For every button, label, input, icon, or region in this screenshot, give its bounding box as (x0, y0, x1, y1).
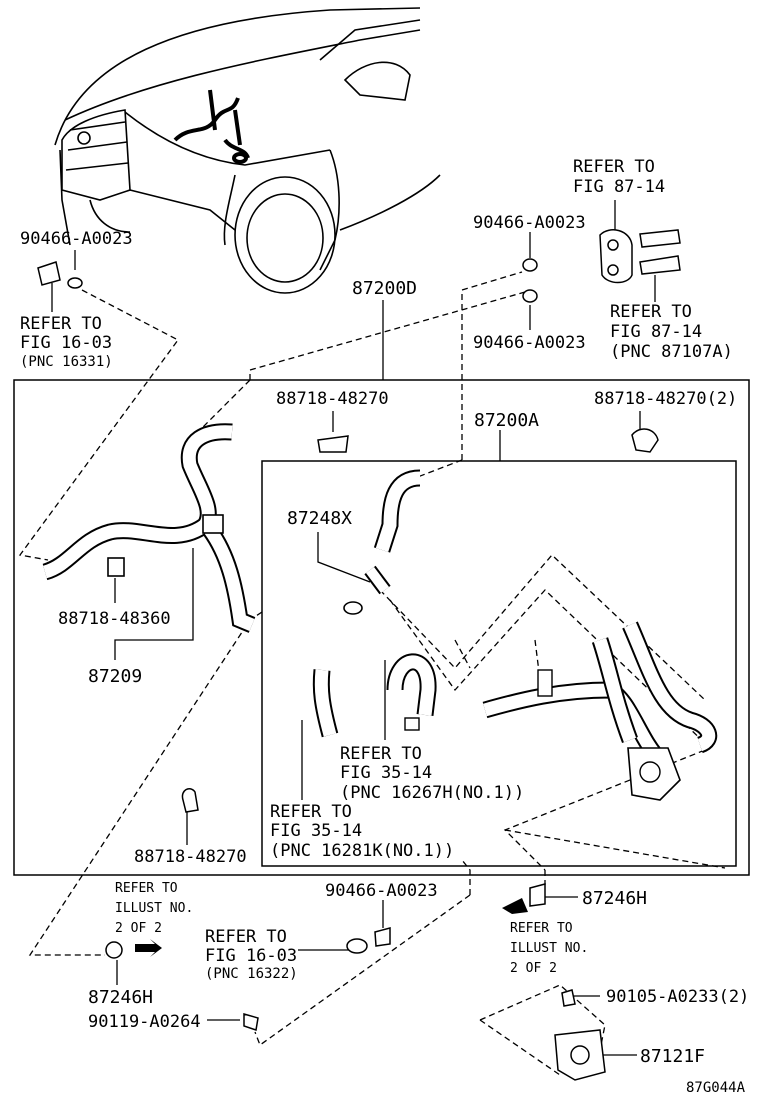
ref-87-14-b-line2: FIG 87-14 (610, 322, 702, 342)
part-labels: 90466-A0023 87200D 90466-A0023 90466-A00… (20, 213, 749, 1096)
ref-illust-a-line1: REFER TO (115, 881, 178, 896)
assembly-box-87200A (261, 460, 737, 867)
ref-35-14-a-line3: (PNC 16267H(NO.1)) (340, 783, 524, 803)
label-87248X: 87248X (287, 508, 352, 529)
ref-35-14-a-line1: REFER TO (340, 744, 422, 764)
ref-16-03-a-line1: REFER TO (20, 314, 102, 334)
ref-35-14-b-line1: REFER TO (270, 802, 352, 822)
ref-illust-a-line2: ILLUST NO. (115, 901, 193, 916)
assembly-box-87200D (13, 379, 750, 876)
ref-16-03-b-line2: FIG 16-03 (205, 946, 297, 966)
ref-16-03-a-line3: (PNC 16331) (20, 354, 113, 370)
ref-87-14-b-line3: (PNC 87107A) (610, 342, 733, 362)
label-87246H-b: 87246H (582, 888, 647, 909)
ref-illust-b-line3: 2 OF 2 (510, 961, 557, 976)
ref-illust-b-line2: ILLUST NO. (510, 941, 588, 956)
label-87200D: 87200D (352, 278, 417, 299)
label-87246H-a: 87246H (88, 987, 153, 1008)
label-90466-a: 90466-A0023 (20, 229, 133, 249)
ref-16-03-b-line3: (PNC 16322) (205, 966, 298, 982)
label-88718-48360: 88718-48360 (58, 609, 171, 629)
label-90105: 90105-A0233(2) (606, 987, 749, 1007)
reference-notes: REFER TO FIG 87-14 REFER TO FIG 87-14 (P… (20, 157, 733, 982)
label-87200A: 87200A (474, 410, 539, 431)
ref-illust-b-line1: REFER TO (510, 921, 573, 936)
label-88718-48270-2: 88718-48270(2) (594, 389, 737, 409)
ref-35-14-b-line2: FIG 35-14 (270, 821, 362, 841)
ref-87-14-b-line1: REFER TO (610, 302, 692, 322)
hose-16267H (386, 653, 437, 731)
ref-16-03-a-line2: FIG 16-03 (20, 333, 112, 353)
clip-parts (37, 229, 681, 1081)
engine-hose-highlight (173, 89, 250, 164)
ref-87-14-a-line1: REFER TO (573, 157, 655, 177)
ref-35-14-a-line2: FIG 35-14 (340, 763, 432, 783)
ref-35-14-b-line3: (PNC 16281K(NO.1)) (270, 841, 454, 861)
label-88718-48270-a: 88718-48270 (276, 389, 389, 409)
ref-16-03-b-line1: REFER TO (205, 927, 287, 947)
leader-lines (51, 200, 656, 1056)
label-90466-d: 90466-A0023 (325, 881, 438, 901)
label-90119: 90119-A0264 (88, 1012, 201, 1032)
label-90466-c: 90466-A0023 (473, 333, 586, 353)
label-88718-48270-b: 88718-48270 (134, 847, 247, 867)
label-87209: 87209 (88, 666, 142, 687)
ref-illust-a-line3: 2 OF 2 (115, 921, 162, 936)
ref-87-14-a-line2: FIG 87-14 (573, 177, 665, 197)
hose-87200A-upper (343, 469, 421, 615)
label-87121F: 87121F (640, 1046, 705, 1067)
label-90466-b: 90466-A0023 (473, 213, 586, 233)
diagram-id: 87G044A (686, 1080, 746, 1096)
hose-87200A-main (482, 621, 718, 801)
hose-16281K (312, 669, 339, 738)
vehicle-illustration (54, 7, 441, 294)
arrow-icons (135, 898, 528, 957)
hose-87209 (42, 423, 256, 633)
